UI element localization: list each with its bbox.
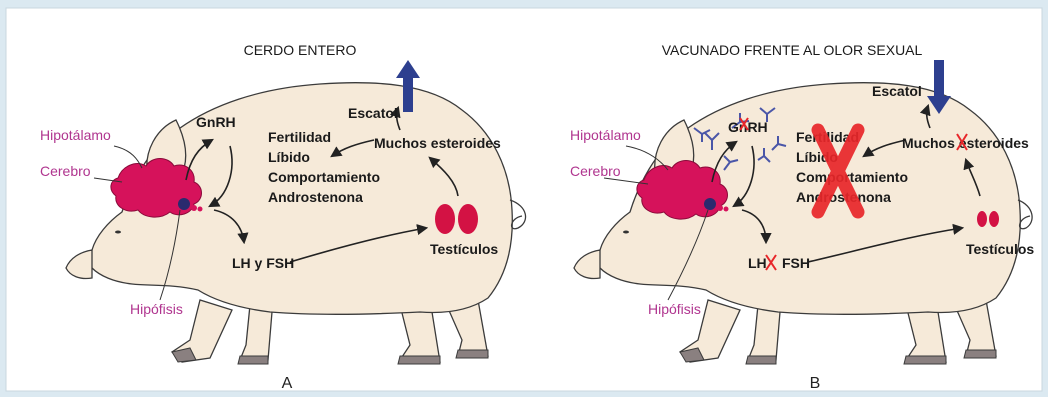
testicle-a-right: [458, 204, 478, 234]
label-hipotalamo-a: Hipotálamo: [40, 127, 111, 143]
label-comportamiento-b: Comportamiento: [796, 169, 908, 185]
label-escatol-a: Escatol: [348, 105, 398, 121]
label-testiculos-b: Testículos: [966, 241, 1034, 257]
label-fsh-b: FSH: [782, 255, 810, 271]
label-gnrh-a: GnRH: [196, 114, 236, 130]
panel-letter-b: B: [810, 375, 821, 392]
hypophysis-a: [178, 198, 190, 210]
label-lh-fsh-a: LH y FSH: [232, 255, 294, 271]
label-lh-b: LH: [748, 255, 767, 271]
label-fertilidad-a: Fertilidad: [268, 129, 331, 145]
panel-letter-a: A: [282, 375, 293, 392]
label-gnrh-b: GnRH: [728, 119, 768, 135]
label-comportamiento-a: Comportamiento: [268, 169, 380, 185]
testicle-a-left: [435, 204, 455, 234]
title-b: VACUNADO FRENTE AL OLOR SEXUAL: [662, 42, 923, 58]
label-hipotalamo-b: Hipotálamo: [570, 127, 641, 143]
testicle-b-left: [977, 211, 987, 227]
label-hipofisis-b: Hipófisis: [648, 301, 701, 317]
label-esteroides-a: Muchos esteroides: [374, 135, 501, 151]
label-androstenona-a: Androstenona: [268, 189, 363, 205]
label-cerebro-a: Cerebro: [40, 163, 91, 179]
label-hipofisis-a: Hipófisis: [130, 301, 183, 317]
hypophysis-b: [704, 198, 716, 210]
title-a: CERDO ENTERO: [244, 42, 357, 58]
label-libido-a: Líbido: [268, 149, 310, 165]
testicle-b-right: [989, 211, 999, 227]
label-escatol-b: Escatol: [872, 83, 922, 99]
label-testiculos-a: Testículos: [430, 241, 498, 257]
label-cerebro-b: Cerebro: [570, 163, 621, 179]
